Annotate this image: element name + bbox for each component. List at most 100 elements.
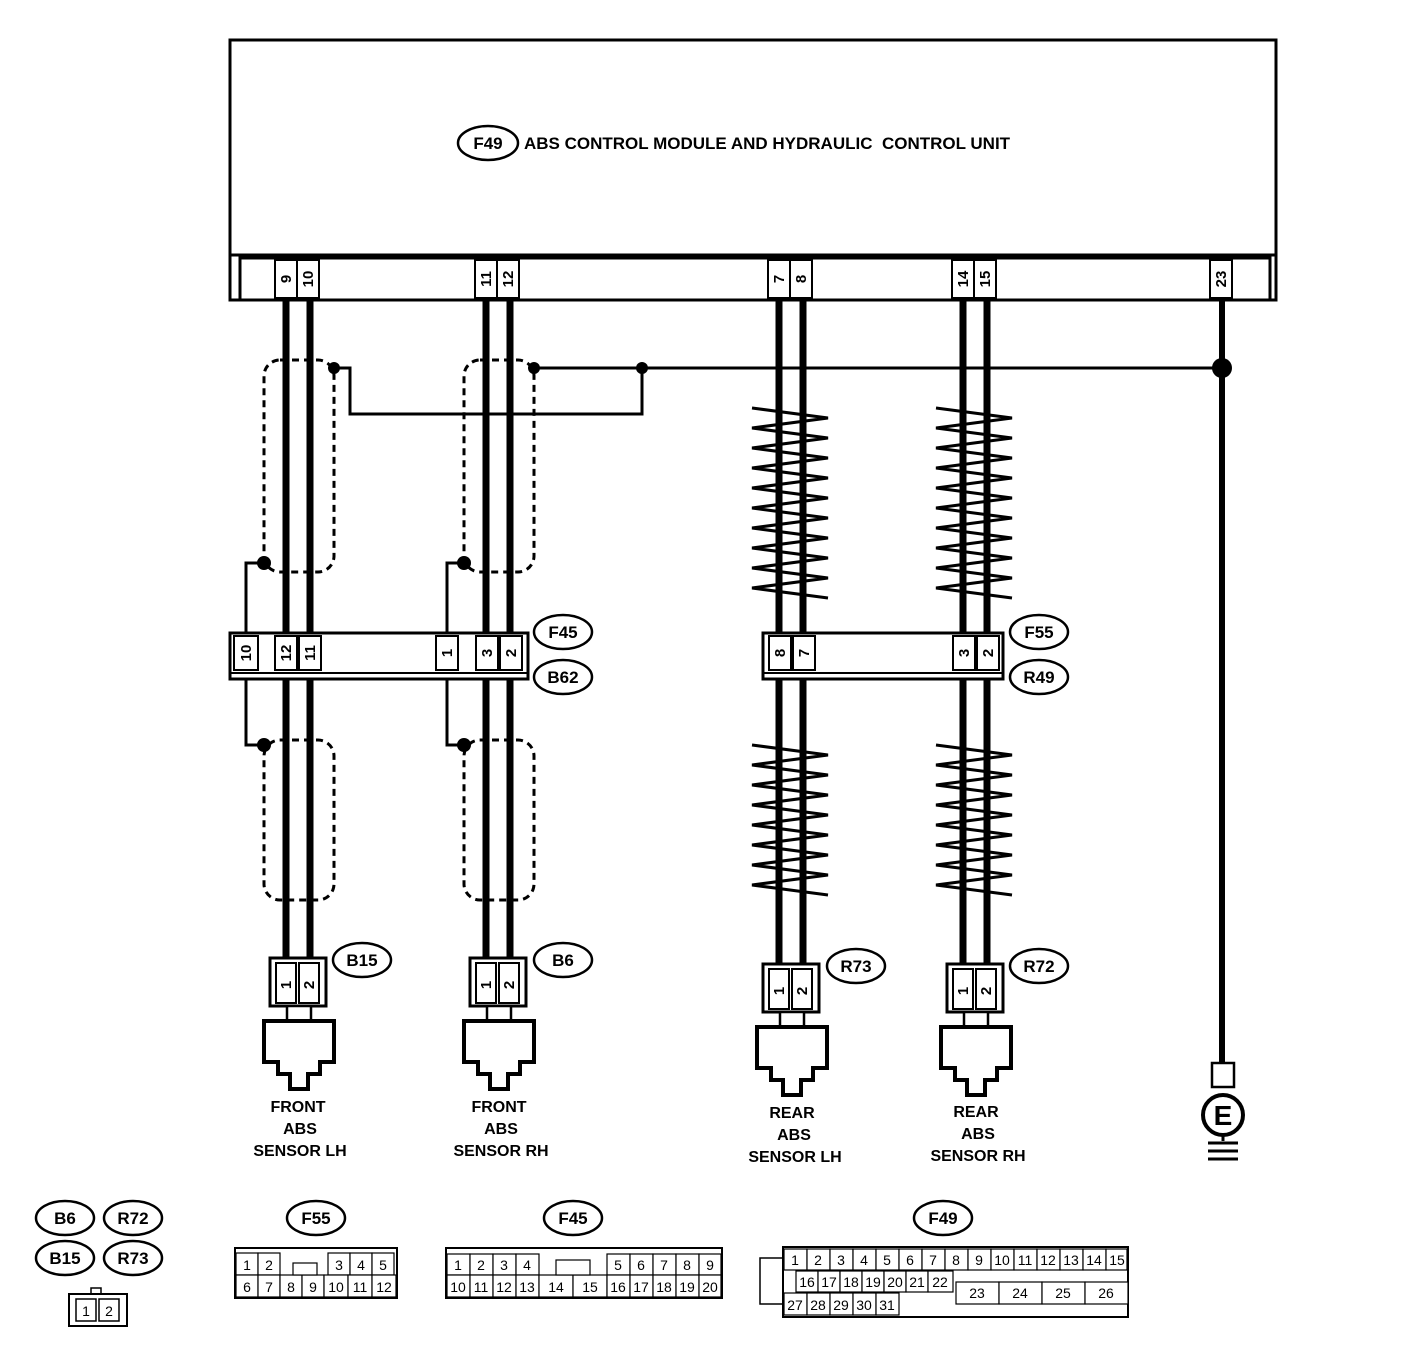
junction-pin: 1 [439, 649, 456, 657]
sensor-pin: 2 [794, 987, 811, 995]
legend-pin: 12 [376, 1279, 392, 1295]
legend-pin: 19 [679, 1279, 695, 1295]
module-id: F49 [473, 134, 502, 153]
connector-id-oval [1008, 947, 1070, 985]
sensor-pin: 1 [278, 981, 295, 989]
legend-pin: 2 [105, 1303, 113, 1319]
connector-id-oval [532, 613, 594, 651]
shield-sheaths [262, 358, 536, 902]
legend-pin: 7 [929, 1252, 937, 1268]
ground-label: E [1214, 1100, 1233, 1131]
connector-id: F45 [558, 1209, 587, 1228]
sensor-pin: 2 [301, 981, 318, 989]
junction-pin: 10 [238, 645, 255, 662]
connector-id: B15 [346, 951, 377, 970]
legend-pin: 22 [932, 1274, 948, 1290]
ground-symbol: E [1201, 1061, 1245, 1161]
shield-drain-wires [244, 366, 1222, 747]
legend-pin: 15 [1109, 1252, 1125, 1268]
connector-id: F55 [301, 1209, 330, 1228]
sensor-pin: 2 [978, 987, 995, 995]
junction-pin: 12 [278, 645, 295, 662]
junction-pin: 3 [479, 649, 496, 657]
legend-pin: 10 [450, 1279, 466, 1295]
legend-pin: 14 [548, 1279, 564, 1295]
abs-control-module [228, 38, 1278, 302]
legend-pin: 25 [1055, 1285, 1071, 1301]
legend-pin: 6 [906, 1252, 914, 1268]
connector-id-oval [542, 1199, 604, 1237]
legend-pin: 30 [856, 1297, 872, 1313]
sensor-pin: 1 [478, 981, 495, 989]
module-pin: 11 [478, 271, 495, 287]
connector-id: R72 [1023, 957, 1054, 976]
sensor-caption: FRONT [471, 1099, 526, 1116]
module-pin: 8 [793, 275, 810, 283]
sensor-rear-rh: 1 2 R72 REAR ABS SENSOR RH [930, 947, 1070, 1165]
module-title: F49 ABS CONTROL MODULE AND HYDRAULIC CON… [456, 124, 1011, 162]
connector-id-oval [34, 1239, 96, 1277]
legend-pin: 28 [810, 1297, 826, 1313]
legend-pin: 13 [1063, 1252, 1079, 1268]
legend-pin: 21 [909, 1274, 925, 1290]
connector-id: F49 [928, 1209, 957, 1228]
legend-f49: F49 1 2 3 4 5 6 [759, 1199, 1129, 1318]
sensor-caption: ABS [484, 1121, 518, 1138]
junction-pin: 2 [503, 649, 520, 657]
sensor-caption: SENSOR LH [748, 1149, 841, 1166]
legend-pin: 3 [335, 1257, 343, 1273]
legend-pin: 6 [243, 1279, 251, 1295]
legend-pin: 1 [454, 1257, 462, 1273]
module-pin: 15 [977, 271, 994, 288]
legend-pin: 2 [265, 1257, 273, 1273]
legend-pin: 20 [702, 1279, 718, 1295]
junction-connector-rear: 8 7 3 2 F55 R49 [761, 613, 1070, 696]
legend-pin: 15 [582, 1279, 598, 1295]
legend-pin: 4 [523, 1257, 531, 1273]
module-pin: 9 [278, 275, 295, 283]
legend-pin: 2 [814, 1252, 822, 1268]
sensor-pin: 1 [955, 987, 972, 995]
module-pins: 9 10 11 12 7 8 14 15 23 [278, 270, 1230, 287]
legend-pin: 20 [887, 1274, 903, 1290]
legend-pin: 11 [474, 1279, 489, 1295]
sensor-caption: FRONT [270, 1099, 325, 1116]
connector-id-oval [102, 1239, 164, 1277]
legend-pin: 9 [309, 1279, 317, 1295]
connector-id-oval [331, 941, 393, 979]
connector-id-oval [532, 941, 594, 979]
legend-pin: 10 [994, 1252, 1010, 1268]
module-pin: 12 [500, 271, 517, 288]
legend-pin: 4 [357, 1257, 365, 1273]
legend-pin: 9 [975, 1252, 983, 1268]
legend-pin: 7 [660, 1257, 668, 1273]
connector-id-oval [34, 1199, 96, 1237]
sensor-front-lh: 1 2 B15 FRONT ABS SENSOR LH [253, 941, 393, 1160]
legend-pin: 29 [833, 1297, 849, 1313]
legend-pin: 17 [821, 1274, 837, 1290]
connector-id-oval [1008, 658, 1070, 696]
legend-pin: 6 [637, 1257, 645, 1273]
connector-id-oval [825, 947, 887, 985]
legend-pin: 14 [1086, 1252, 1102, 1268]
legend-pin: 26 [1098, 1285, 1114, 1301]
connector-id: R73 [117, 1249, 148, 1268]
module-id-oval [456, 124, 520, 162]
legend-pin: 24 [1012, 1285, 1028, 1301]
connector-id-oval [532, 658, 594, 696]
legend-pin: 16 [799, 1274, 815, 1290]
legend-pin: 1 [243, 1257, 251, 1273]
legend-pin: 7 [265, 1279, 273, 1295]
junction-pin: 2 [980, 649, 997, 657]
legend-f45: F45 1 2 3 4 5 6 7 8 9 10 11 12 13 [445, 1199, 723, 1299]
legend-pin: 18 [656, 1279, 672, 1295]
module-pin: 7 [771, 275, 788, 283]
legend-pin: 5 [379, 1257, 387, 1273]
sensor-caption: SENSOR RH [453, 1143, 548, 1160]
sensor-pin: 2 [501, 981, 518, 989]
connector-id: R73 [840, 957, 871, 976]
splice-dots [257, 358, 1232, 752]
legend-pin: 12 [496, 1279, 512, 1295]
legend-pin: 4 [860, 1252, 868, 1268]
